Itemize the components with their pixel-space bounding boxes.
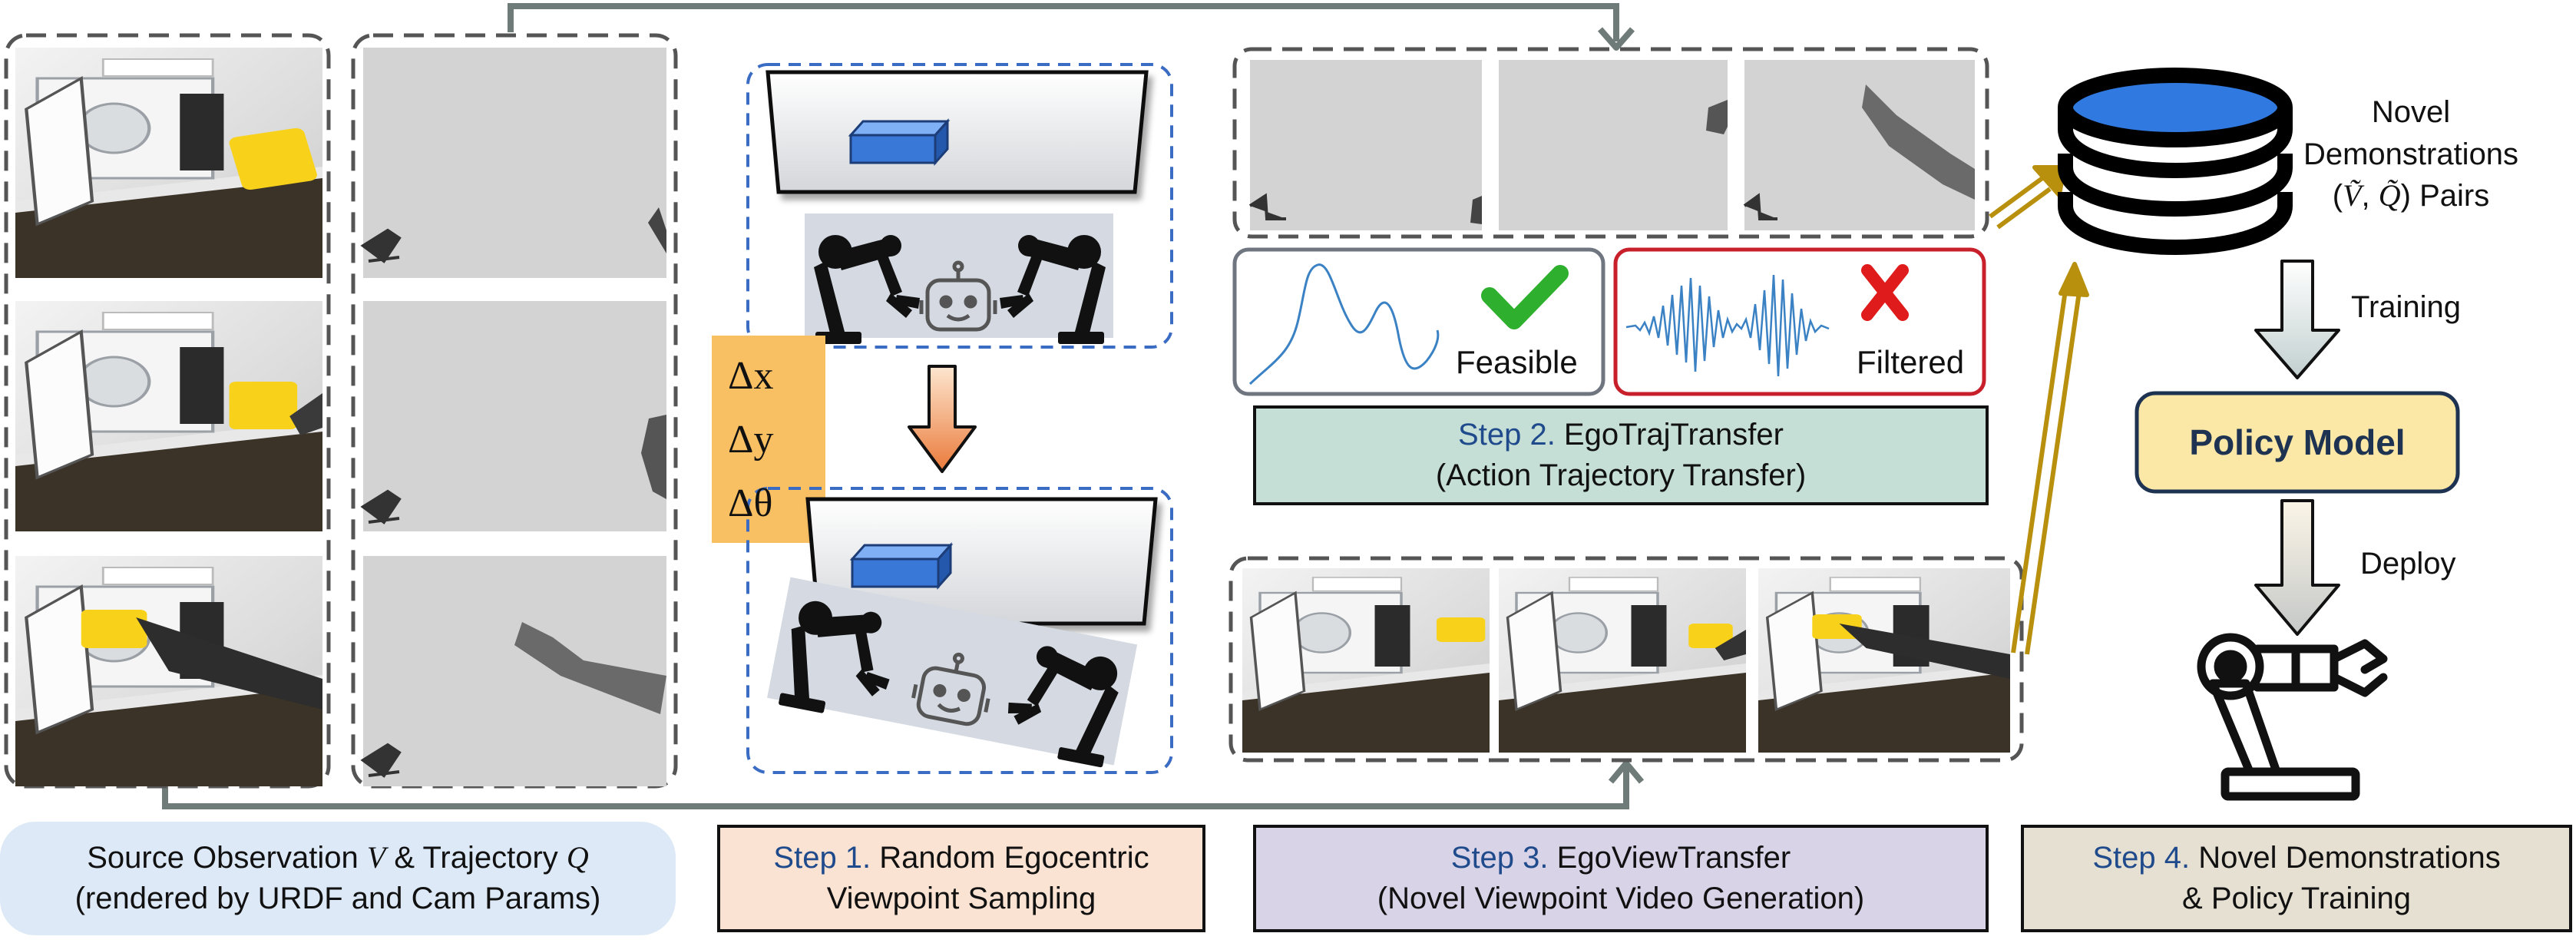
step3-caption: Step 3. EgoViewTransfer (Novel Viewpoint… [1253,825,1989,932]
viewpoint-sampled [746,487,1173,774]
rendered-robot-frames [351,33,678,789]
step1-arrow [908,365,977,473]
database-icon [2058,68,2293,255]
transferred-robot-frames [1232,47,1989,239]
step4-caption: Step 4. Novel Demonstrations & Policy Tr… [2021,825,2572,932]
delta-label-y: Δy [728,418,774,462]
step2-caption: Step 2. EgoTrajTransfer (Action Trajecto… [1253,405,1989,505]
delta-label-theta: Δθ [728,481,773,525]
generated-video-frames [1228,556,2024,763]
source-frame-2 [15,301,322,531]
source-frame-3 [15,556,322,786]
gold-arrow-bottom [2011,262,2089,655]
transfer-frame-3 [1744,60,1975,230]
training-arrow [2254,260,2340,379]
render-frame-1 [363,48,666,278]
render-frame-2 [363,301,666,531]
top-connector-arrow [508,3,1619,41]
novel-line1: Novel [2371,95,2451,130]
cube-icon [849,542,954,590]
generated-frame-1 [1242,568,1490,753]
deploy-label: Deploy [2360,547,2456,581]
gold-arrow-top [1989,165,2066,230]
source-observation-caption: Source Observation V & Trajectory Q (ren… [0,822,676,935]
training-label: Training [2351,290,2462,324]
checkmark-icon [1481,265,1569,329]
step3-number: Step 3. [1450,841,1549,875]
cube-icon [848,118,951,166]
policy-model-box [2135,391,2460,494]
step1-number: Step 1. [773,841,871,875]
policy-model-label: Policy Model [2189,422,2406,462]
source-observation-frames [4,33,331,789]
novel-demonstrations-label: Novel Demonstrations (Ṽ, Q̃) Pairs [2269,91,2553,218]
deploy-arrow [2254,499,2340,636]
gripper-icon [2197,633,2388,801]
bottom-connector-arrow [162,768,1629,809]
filtered-label: Filtered [1857,344,1965,380]
novel-line3: (Ṽ, Q̃) Pairs [2332,178,2490,213]
feasible-label: Feasible [1456,344,1578,380]
generated-frame-2 [1499,568,1746,753]
transfer-frame-2 [1499,60,1728,230]
generated-frame-3 [1758,568,2010,753]
cross-icon [1861,264,1909,321]
q-tilde-symbol: Q̃ [2378,178,2401,213]
filtered-trajectory-panel [1613,247,1986,396]
delta-label-x: Δx [728,354,774,398]
step4-number: Step 4. [2092,841,2191,875]
step1-caption: Step 1. Random Egocentric Viewpoint Samp… [717,825,1205,932]
step2-number: Step 2. [1458,418,1556,452]
viewpoint-original [746,63,1173,349]
novel-line2: Demonstrations [2303,137,2519,171]
delta-pose-box [712,336,825,543]
feasible-trajectory-panel [1232,247,1605,396]
source-frame-1 [15,48,322,278]
v-tilde-symbol: Ṽ [2343,178,2362,213]
transfer-frame-1 [1250,60,1482,230]
q-symbol: Q [566,840,589,875]
v-symbol: V [366,840,386,875]
